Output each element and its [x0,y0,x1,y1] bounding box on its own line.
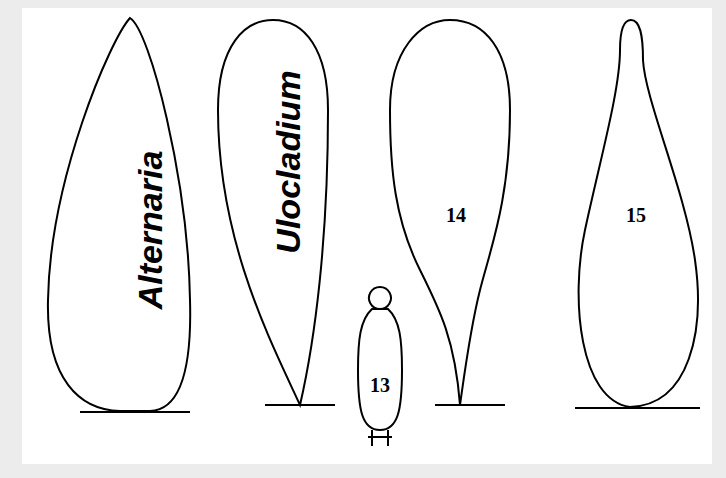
spore-shape: Ulocladium [212,14,334,409]
outline-path [390,20,510,405]
spore-shape: 15 [568,14,706,412]
base-line [435,404,505,406]
figure-number: 13 [370,374,390,397]
outline-path [48,18,190,411]
spore-shape: Alternaria [40,12,200,417]
stem-line [368,436,392,438]
small-outline [352,282,408,434]
alternaria-outline [40,12,200,417]
outline-path [579,20,698,407]
figure-number: 15 [626,204,646,227]
outline-path [358,309,402,430]
outline-path [218,20,328,405]
figure-number: 14 [446,204,466,227]
spore-shape: 13 [352,282,408,434]
genus-name: Ulocladium [269,70,308,253]
outline-path [369,287,391,309]
spore-shape: 14 [384,14,516,409]
genus-name: Alternaria [131,151,170,310]
panel [22,8,712,464]
